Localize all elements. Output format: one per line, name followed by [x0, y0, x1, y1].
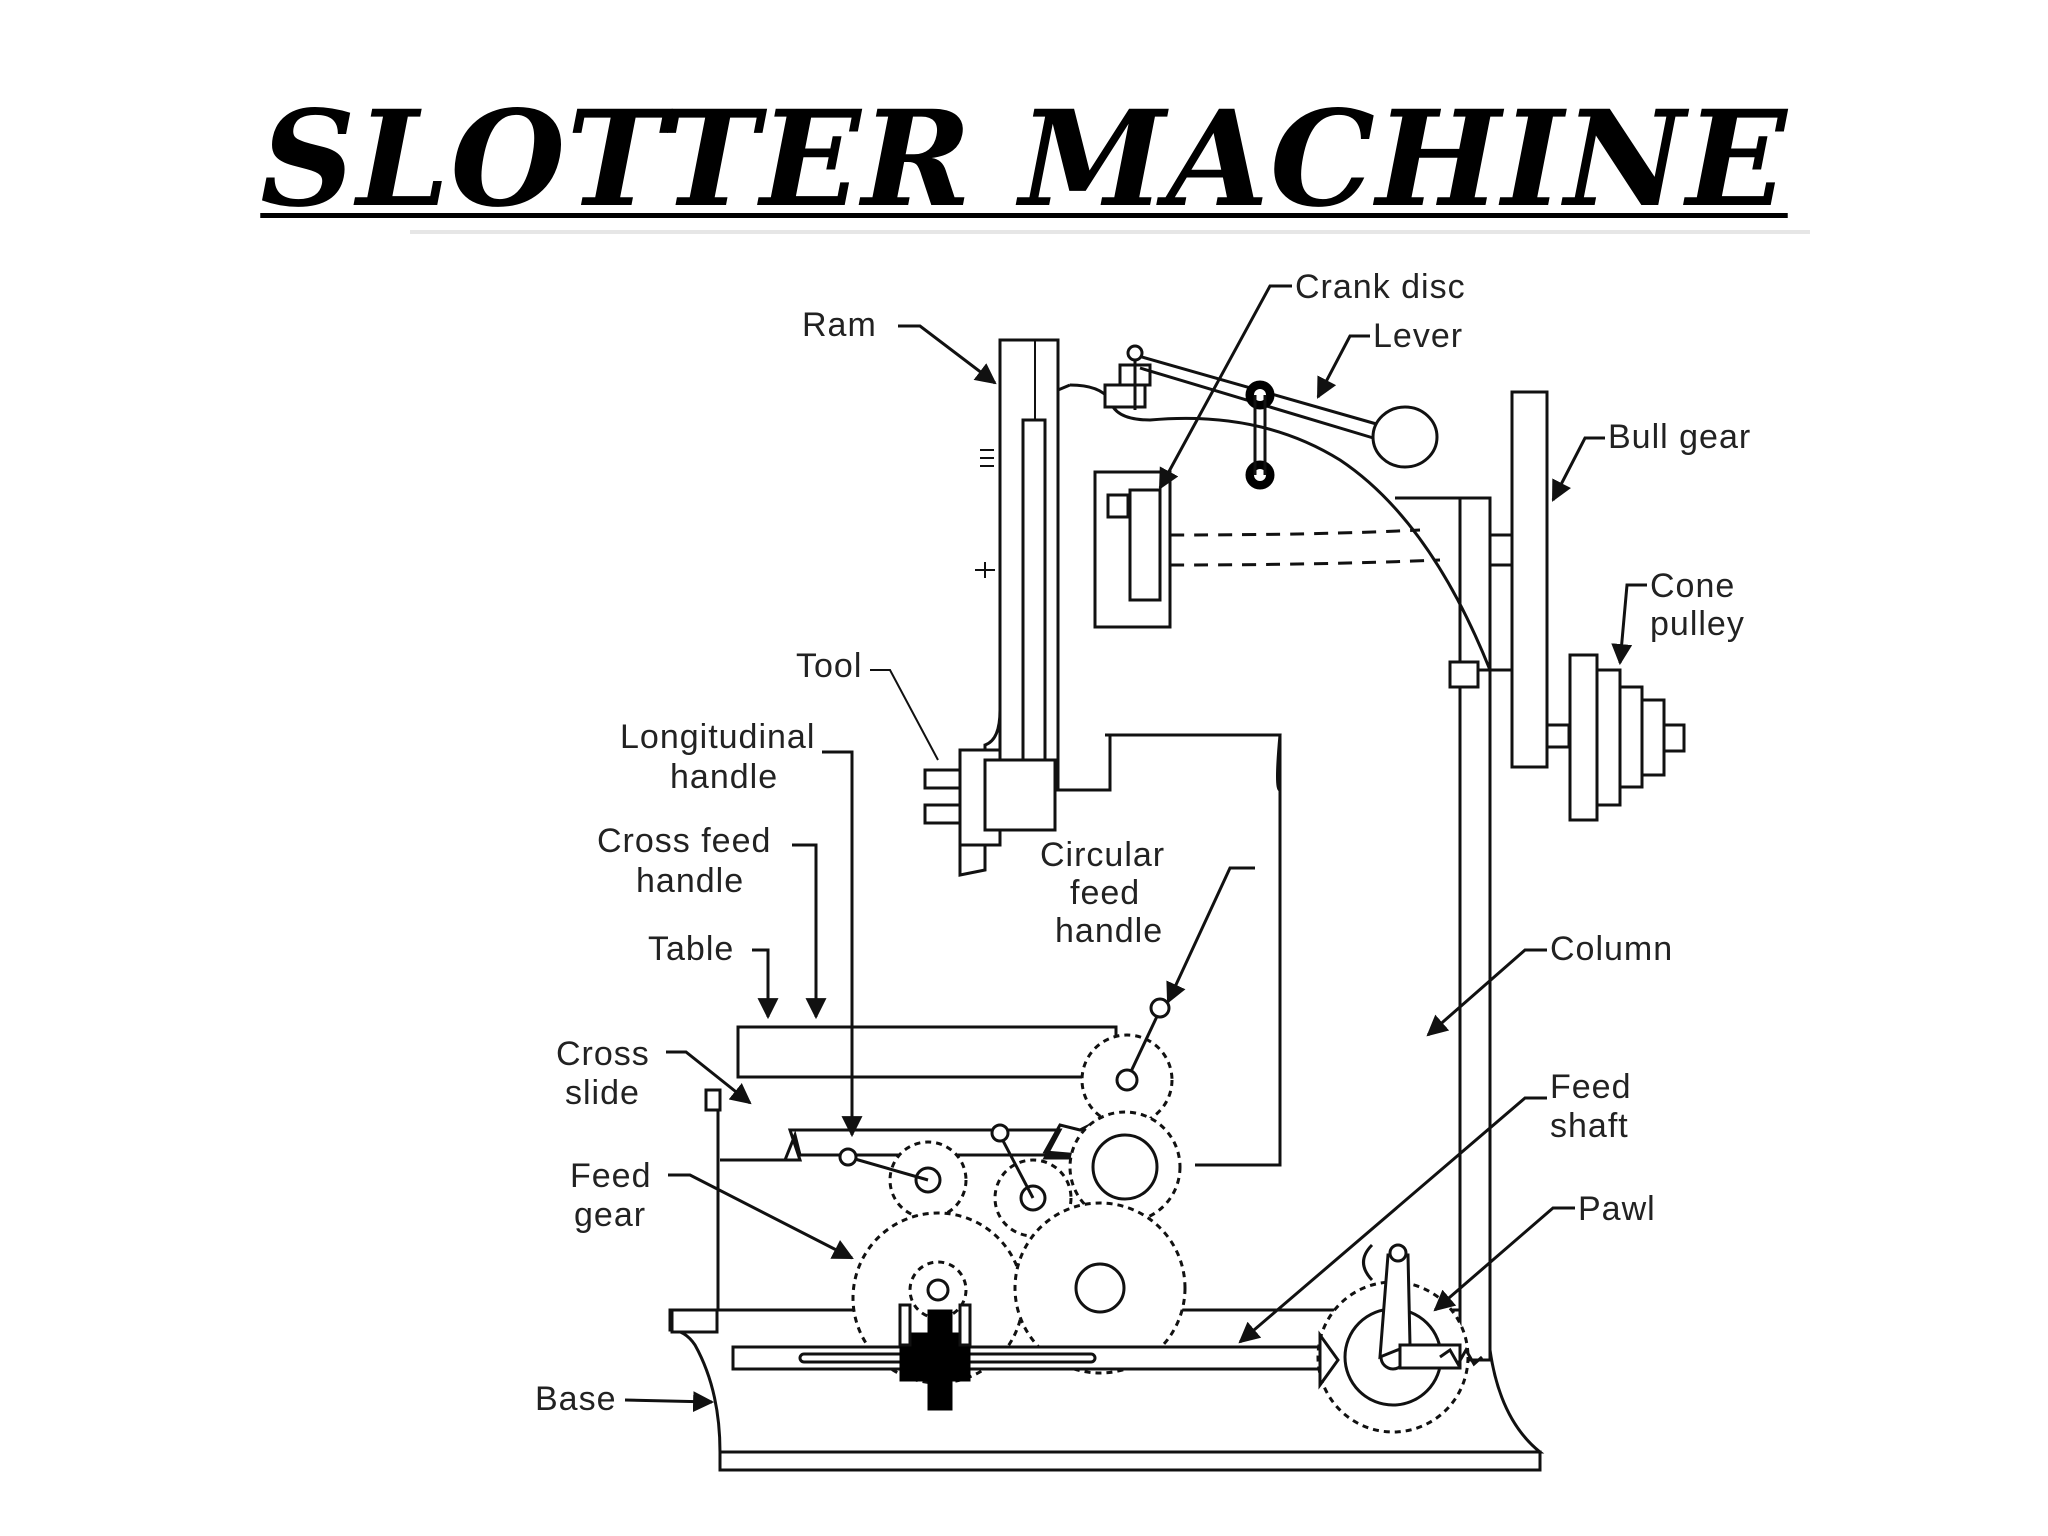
base-plate: [718, 1450, 1542, 1472]
cone-step-2: [1595, 668, 1622, 807]
leader-circular: [1166, 866, 1255, 1004]
label-longitudinal-2: handle: [670, 758, 778, 796]
tool-clamp-1: [923, 768, 962, 790]
label-feed-shaft-2: shaft: [1550, 1107, 1629, 1145]
pawl-hook: [1362, 1243, 1374, 1282]
leader-longitudinal: [822, 750, 863, 1138]
labels: Crank disc Ram Lever Bull gear Cone pull…: [535, 268, 1751, 1418]
pawl-link: [1398, 1343, 1462, 1370]
label-cross-slide-2: slide: [565, 1074, 640, 1112]
label-longitudinal-1: Longitudinal: [620, 718, 815, 756]
leader-bull-gear: [1551, 436, 1605, 502]
feed-gear-bracket-r: [958, 1303, 972, 1347]
leader-crank-disc: [1158, 284, 1292, 490]
leader-ram: [898, 324, 997, 385]
top-right-gear-hub: [1091, 1133, 1159, 1201]
label-feed-gear-2: gear: [574, 1196, 646, 1234]
leader-pawl: [1433, 1206, 1575, 1312]
bull-gear: [1510, 390, 1549, 769]
leader-tool: [870, 669, 939, 761]
machine-drawing: [668, 338, 1686, 1472]
leader-feed-shaft: [1238, 1096, 1547, 1344]
cone-step-4: [1640, 698, 1666, 777]
lever-clamp: [1103, 383, 1147, 409]
label-base: Base: [535, 1380, 617, 1418]
base-lip: [670, 1308, 719, 1334]
small-gear-2-arm: [998, 1134, 1035, 1199]
label-feed-gear-1: Feed: [570, 1157, 652, 1195]
small-gear-arm: [847, 1155, 929, 1182]
label-cross-slide-1: Cross: [556, 1035, 650, 1073]
label-bull-gear: Bull gear: [1608, 418, 1751, 456]
leader-cone-pulley: [1611, 583, 1647, 666]
pawl-arm: [1378, 1253, 1412, 1360]
label-feed-shaft-1: Feed: [1550, 1068, 1632, 1106]
lever-pivot: [1126, 344, 1144, 362]
tool-block: [983, 758, 1057, 832]
leader-cross-feed: [792, 843, 827, 1020]
label-tool: Tool: [796, 647, 862, 685]
ratchet-tooth: [1318, 1330, 1340, 1390]
label-cone-pulley-2: pulley: [1650, 605, 1745, 643]
circular-feed-hub: [1115, 1068, 1139, 1092]
label-cross-feed-2: handle: [636, 862, 744, 900]
cone-end: [1662, 723, 1686, 753]
leader-lever: [1316, 334, 1370, 399]
bull-gear-hub: [1488, 533, 1514, 567]
pawl-top: [1388, 1243, 1408, 1263]
cone-step-1: [1568, 653, 1599, 822]
crank-pin: [1106, 493, 1130, 519]
label-ram: Ram: [802, 306, 877, 344]
leader-feed-gear: [668, 1173, 854, 1260]
label-cone-pulley-1: Cone: [1650, 567, 1735, 605]
slide-title-text: SLOTTER MACHINE: [260, 82, 1788, 237]
cone-step-3: [1618, 685, 1644, 789]
label-lever: Lever: [1373, 317, 1463, 355]
cross-slide-tab: [704, 1088, 722, 1112]
crank-slot: [1128, 488, 1162, 602]
circular-feed-arm: [1125, 1009, 1162, 1081]
column-top-cap: [1448, 660, 1480, 689]
leader-table: [752, 948, 779, 1020]
cross-slide-dovetail: [720, 1128, 1085, 1162]
table: [736, 1025, 1118, 1079]
ram-marks-2: [975, 562, 995, 578]
label-crank-disc: Crank disc: [1295, 268, 1466, 306]
dashed-link-2: [1169, 558, 1441, 567]
large-gear-hub: [1074, 1262, 1126, 1314]
pawl-spring: [1439, 1346, 1483, 1368]
ram-marks-1: [980, 449, 994, 467]
slide-title: SLOTTER MACHINE: [0, 90, 2048, 230]
label-circular-2: feed: [1070, 874, 1140, 912]
leader-cross-slide: [666, 1050, 752, 1105]
ram-top-link: [1057, 383, 1071, 392]
label-circular-1: Circular: [1040, 836, 1165, 874]
feed-gear-shaft: [927, 1309, 953, 1411]
leader-base: [624, 1391, 715, 1413]
label-cross-feed-1: Cross feed: [597, 822, 771, 860]
leader-column: [1426, 948, 1547, 1037]
label-table: Table: [648, 930, 734, 968]
cone-shaft: [1545, 723, 1571, 749]
lever-weight: [1371, 405, 1439, 469]
feed-gear-bracket-l: [898, 1303, 912, 1347]
dashed-link-1: [1169, 528, 1421, 537]
frame-inner-neck: [1105, 733, 1282, 1167]
column-body: [1458, 496, 1492, 1362]
label-column: Column: [1550, 930, 1673, 968]
leader-lines: [624, 284, 1647, 1413]
circular-feed-knob: [1149, 997, 1171, 1019]
tool-bit: [958, 843, 987, 877]
ram-slide: [1021, 418, 1047, 792]
label-pawl: Pawl: [1578, 1190, 1656, 1228]
tool-clamp-2: [923, 803, 962, 825]
small-gear-knob: [838, 1147, 858, 1167]
label-circular-3: handle: [1055, 912, 1163, 950]
